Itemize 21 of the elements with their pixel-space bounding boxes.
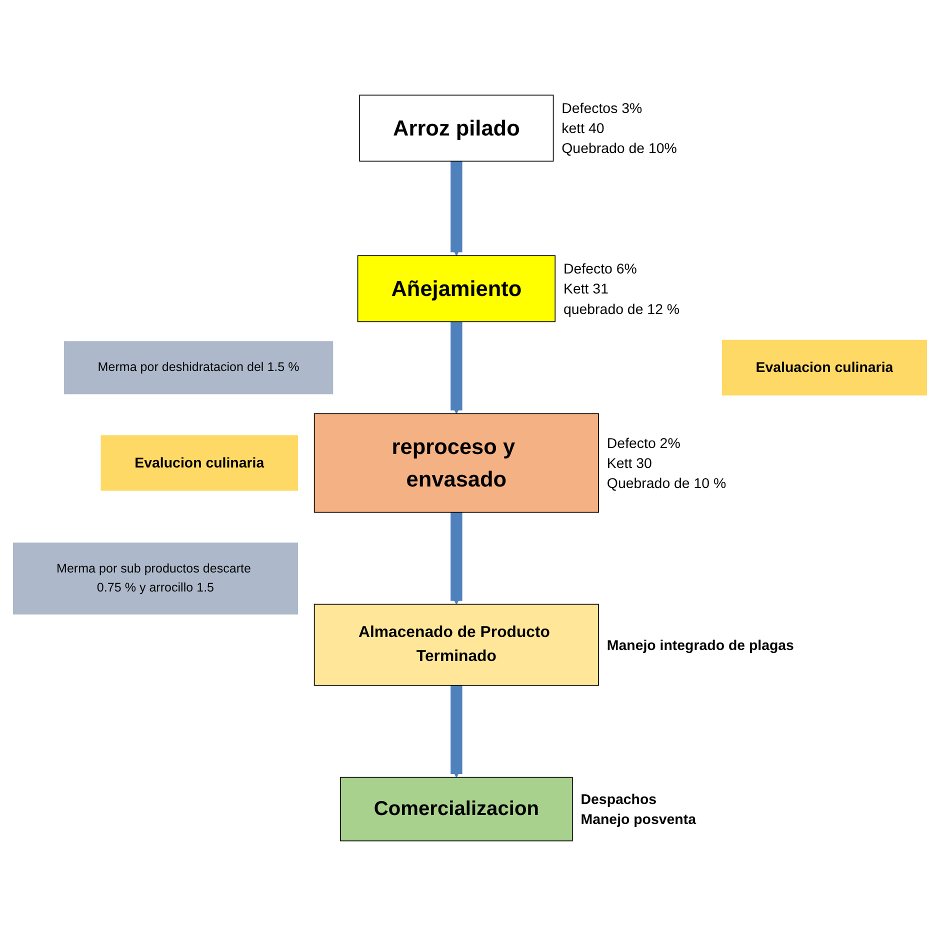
node-note: Quebrado de 10 % bbox=[606, 476, 726, 492]
process-box: Añejamiento bbox=[357, 255, 556, 322]
node-note: Kett 31 bbox=[563, 282, 608, 298]
node-note: Manejo integrado de plagas bbox=[606, 638, 794, 654]
process-box: Arroz pilado bbox=[359, 94, 554, 162]
node-note: Despachos bbox=[580, 792, 657, 808]
process-box: Almacenado de Producto Terminado bbox=[314, 604, 599, 686]
node-note: Defectos 3% bbox=[562, 101, 642, 118]
note-box: Evaluacion culinaria bbox=[722, 340, 928, 396]
note-box: Evalucion culinaria bbox=[100, 435, 298, 491]
node-note: Kett 30 bbox=[606, 456, 652, 472]
node-note: Quebrado de 10% bbox=[562, 141, 677, 158]
process-box: reproceso y envasado bbox=[314, 413, 599, 513]
process-box: Comercializacion bbox=[340, 776, 573, 842]
node-note: Defecto 6% bbox=[563, 262, 637, 278]
node-note: quebrado de 12 % bbox=[563, 302, 680, 318]
node-note: kett 40 bbox=[562, 121, 604, 138]
node-note: Defecto 2% bbox=[606, 436, 680, 452]
note-box: Merma por deshidratacion del 1.5 % bbox=[64, 341, 334, 394]
note-box: Merma por sub productos descarte 0.75 % y arrocillo 1.5 bbox=[12, 542, 298, 615]
node-note: Manejo posventa bbox=[580, 812, 696, 828]
